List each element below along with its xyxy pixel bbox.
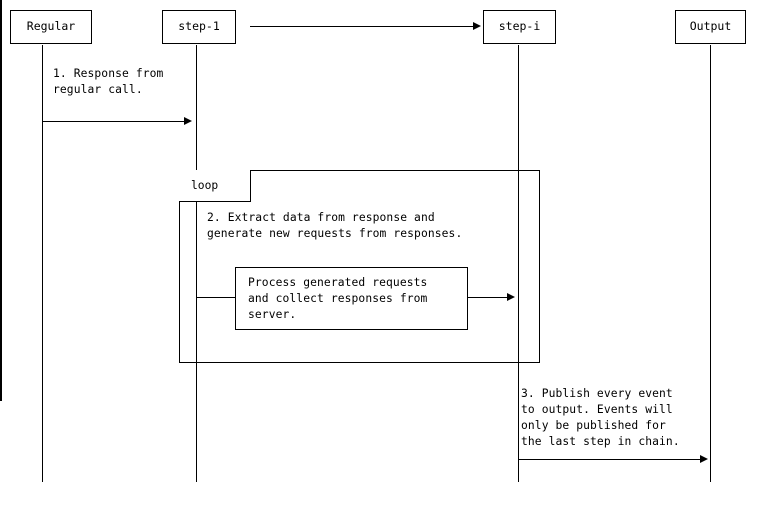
participant-box-step-1[interactable]: step-1 <box>162 10 236 44</box>
message-2-arrow-head <box>507 293 515 301</box>
participant-box-output[interactable]: Output <box>675 10 746 44</box>
participant-label-step-1: step-1 <box>178 19 220 34</box>
note-process-generated-requests: Process generated requests and collect r… <box>235 267 468 330</box>
message-3-label: 3. Publish every event to output. Events… <box>521 387 680 448</box>
participant-box-regular[interactable]: Regular <box>10 10 92 44</box>
lifeline-step-1 <box>196 45 197 482</box>
loop-fragment-frame <box>179 170 540 363</box>
message-2-label: 2. Extract data from response and genera… <box>207 211 463 240</box>
message-3-arrow-head <box>700 455 708 463</box>
loop-fragment-operator: loop <box>179 170 251 202</box>
chain-arrow-line <box>250 26 473 27</box>
participant-label-regular: Regular <box>26 19 76 34</box>
loop-fragment-operator-label: loop <box>191 179 219 192</box>
message-1-label: 1. Response from regular call. <box>53 67 164 96</box>
participant-label-output: Output <box>689 19 732 34</box>
lifeline-regular <box>42 45 43 482</box>
message-1-arrow-head <box>184 117 192 125</box>
participant-label-step-i: step-i <box>498 19 541 34</box>
message-3-line <box>518 459 700 460</box>
lifeline-step-i <box>518 45 519 482</box>
participant-box-step-i[interactable]: step-i <box>483 10 556 44</box>
lifeline-output <box>710 45 711 482</box>
chain-arrow-head <box>473 22 481 30</box>
window-left-edge <box>0 0 2 401</box>
message-1-line <box>42 121 184 122</box>
